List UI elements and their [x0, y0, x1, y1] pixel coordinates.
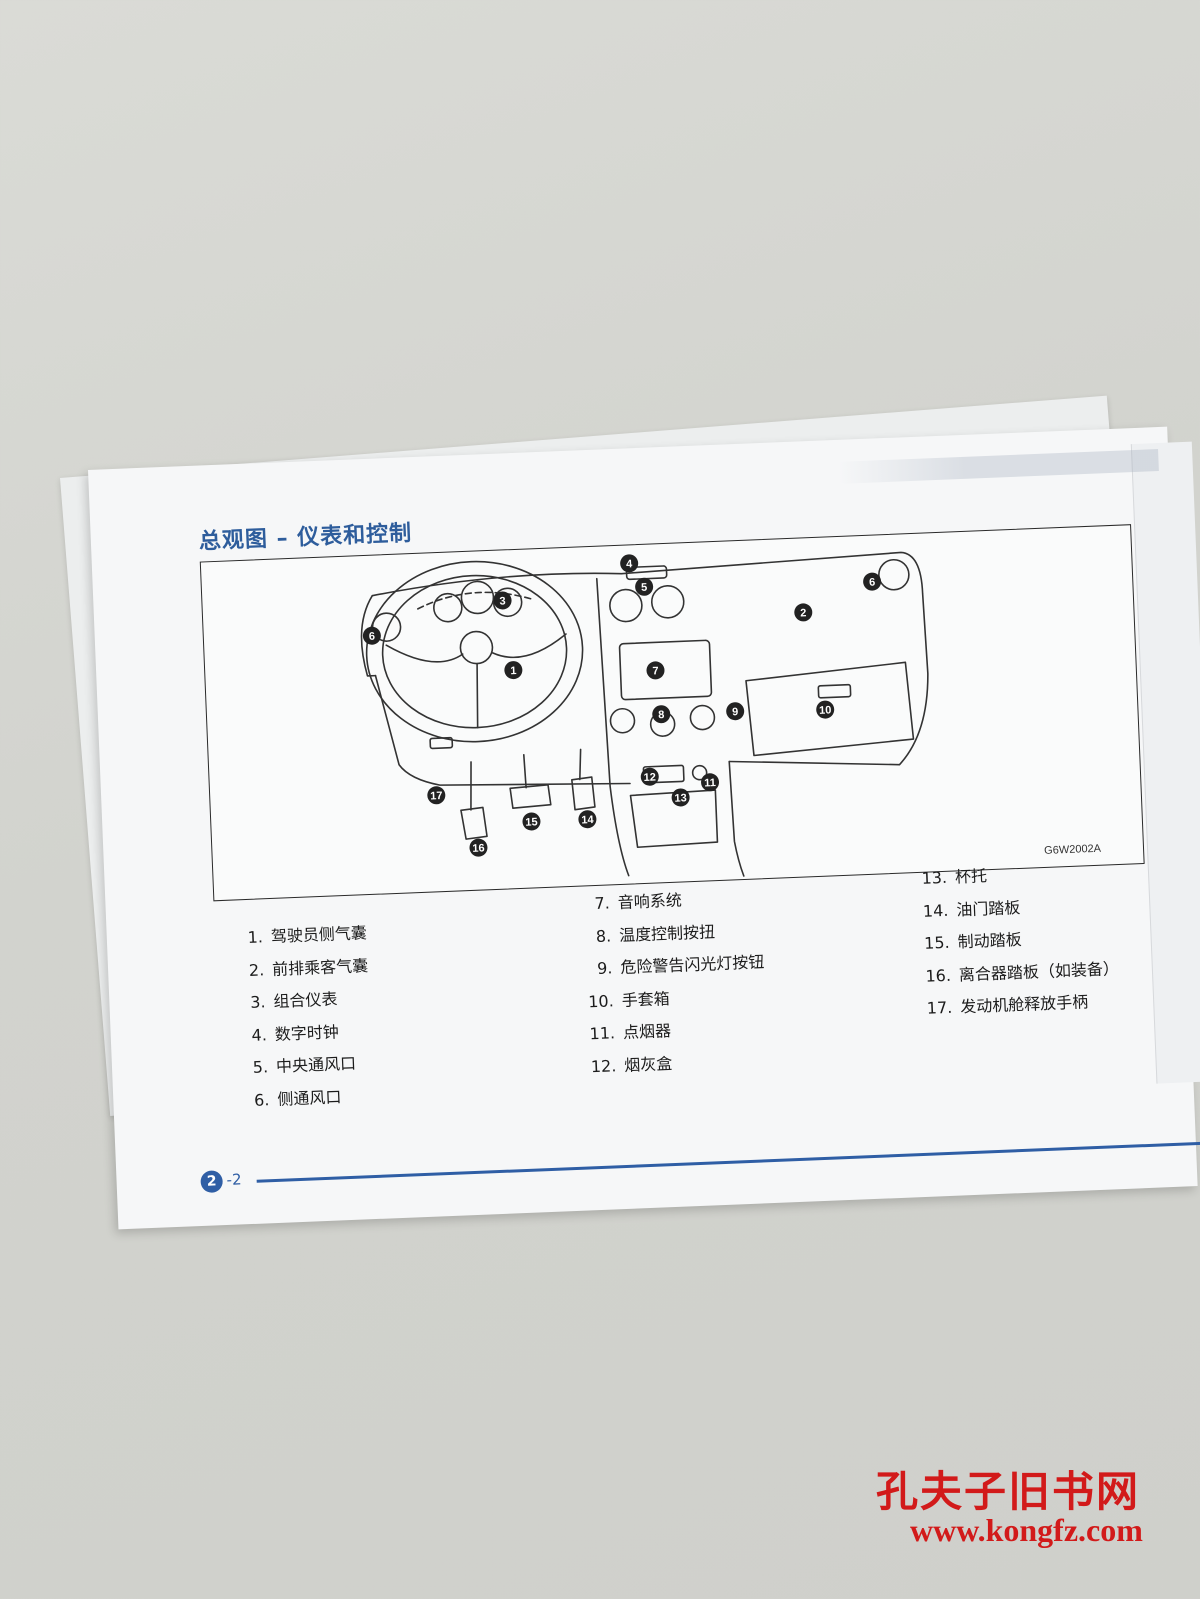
steering-wheel-inner — [381, 574, 568, 729]
svg-text:6: 6 — [369, 631, 376, 643]
svg-text:6: 6 — [869, 577, 876, 589]
callout-10: 10 — [816, 700, 835, 719]
climate-knob-left — [609, 707, 636, 734]
callout-12: 12 — [640, 767, 659, 786]
callout-2: 2 — [794, 603, 813, 622]
climate-knob-right — [689, 704, 716, 731]
steering-hub — [459, 630, 494, 665]
callout-1: 1 — [504, 661, 523, 680]
legend-column-3: 13.杯托 14.油门踏板 15.制动踏板 16.离合器踏板（如装备） 17.发… — [913, 857, 1121, 1027]
svg-text:2: 2 — [800, 607, 807, 619]
dashboard-illustration: 1 2 3 4 5 6 6 7 8 9 10 11 12 13 14 15 16 — [360, 551, 929, 877]
callout-6-left: 6 — [362, 626, 381, 645]
legend-column-2: 7.音响系统 8.温度控制按扭 9.危险警告闪光灯按钮 10.手套箱 11.点烟… — [575, 883, 769, 1085]
center-console — [595, 577, 745, 877]
callout-8: 8 — [652, 705, 671, 724]
next-page-edge — [1130, 441, 1200, 1084]
dash-top-outline — [371, 551, 929, 766]
manual-page: 总观图 – 仪表和控制 — [88, 426, 1200, 1230]
svg-text:16: 16 — [472, 842, 485, 854]
svg-text:13: 13 — [674, 792, 687, 804]
lighter — [691, 764, 708, 781]
audio-unit — [618, 639, 713, 701]
callout-14: 14 — [578, 810, 597, 829]
svg-text:14: 14 — [581, 814, 595, 827]
cluster-gauge-left — [433, 592, 463, 623]
watermark-site-name: 孔夫子旧书网 — [876, 1467, 1141, 1516]
callout-15: 15 — [522, 812, 541, 831]
legend-item: 6.侧通风口 — [253, 1086, 342, 1110]
center-vent-right — [650, 585, 685, 619]
callout-16: 16 — [469, 838, 488, 857]
callout-7: 7 — [646, 661, 665, 680]
callout-6-right: 6 — [863, 572, 882, 591]
next-page-heading-shadow — [838, 449, 1159, 484]
page-title: 总观图 – 仪表和控制 — [198, 521, 413, 555]
svg-text:8: 8 — [658, 709, 665, 721]
legend-column-1: 1.驾驶员侧气囊 2.前排乘客气囊 3.组合仪表 4.数字时钟 5.中央通风口 … — [228, 919, 374, 1119]
callout-5: 5 — [635, 577, 654, 596]
chapter-badge: 2 — [200, 1170, 224, 1194]
legend-item: 12.烟灰盒 — [590, 1053, 673, 1076]
callout-11: 11 — [701, 773, 720, 792]
glovebox-outline — [745, 661, 915, 757]
center-vent-left — [609, 588, 643, 623]
cluster-gauge-right — [492, 587, 523, 618]
dash-left-end — [360, 594, 377, 677]
page-number: -2 — [226, 1170, 242, 1190]
svg-text:17: 17 — [430, 790, 443, 802]
figure-code: G6W2002A — [1043, 842, 1102, 857]
steering-wheel-rim — [365, 560, 584, 743]
pedal-throttle — [571, 748, 596, 811]
cluster-gauge-mid — [460, 580, 495, 615]
footer-rule — [256, 1141, 1200, 1183]
svg-text:4: 4 — [626, 558, 633, 570]
dashboard-figure: 1 2 3 4 5 6 6 7 8 9 10 11 12 13 14 15 16 — [199, 524, 1145, 902]
glovebox-handle — [817, 683, 852, 699]
callout-13: 13 — [671, 788, 690, 807]
steering-spokes — [385, 633, 567, 729]
svg-text:7: 7 — [652, 665, 659, 677]
callout-3: 3 — [493, 591, 512, 610]
svg-text:3: 3 — [499, 595, 506, 607]
hood-release-handle — [429, 736, 454, 750]
legend-item: 17.发动机舱释放手柄 — [926, 992, 1089, 1018]
pedal-brake — [509, 753, 552, 810]
right-side-vent — [878, 558, 910, 591]
watermark-url: www.kongfz.com — [910, 1512, 1143, 1548]
dash-lower-edge — [374, 674, 631, 786]
svg-text:12: 12 — [643, 771, 656, 783]
svg-text:1: 1 — [510, 665, 517, 677]
svg-text:5: 5 — [641, 582, 648, 594]
svg-text:9: 9 — [732, 706, 739, 718]
callout-4: 4 — [620, 554, 639, 573]
callout-17: 17 — [427, 786, 446, 805]
svg-text:15: 15 — [525, 816, 538, 828]
svg-text:10: 10 — [819, 704, 832, 716]
callout-9: 9 — [726, 702, 745, 721]
pedal-clutch — [460, 761, 488, 840]
svg-text:11: 11 — [704, 777, 716, 789]
